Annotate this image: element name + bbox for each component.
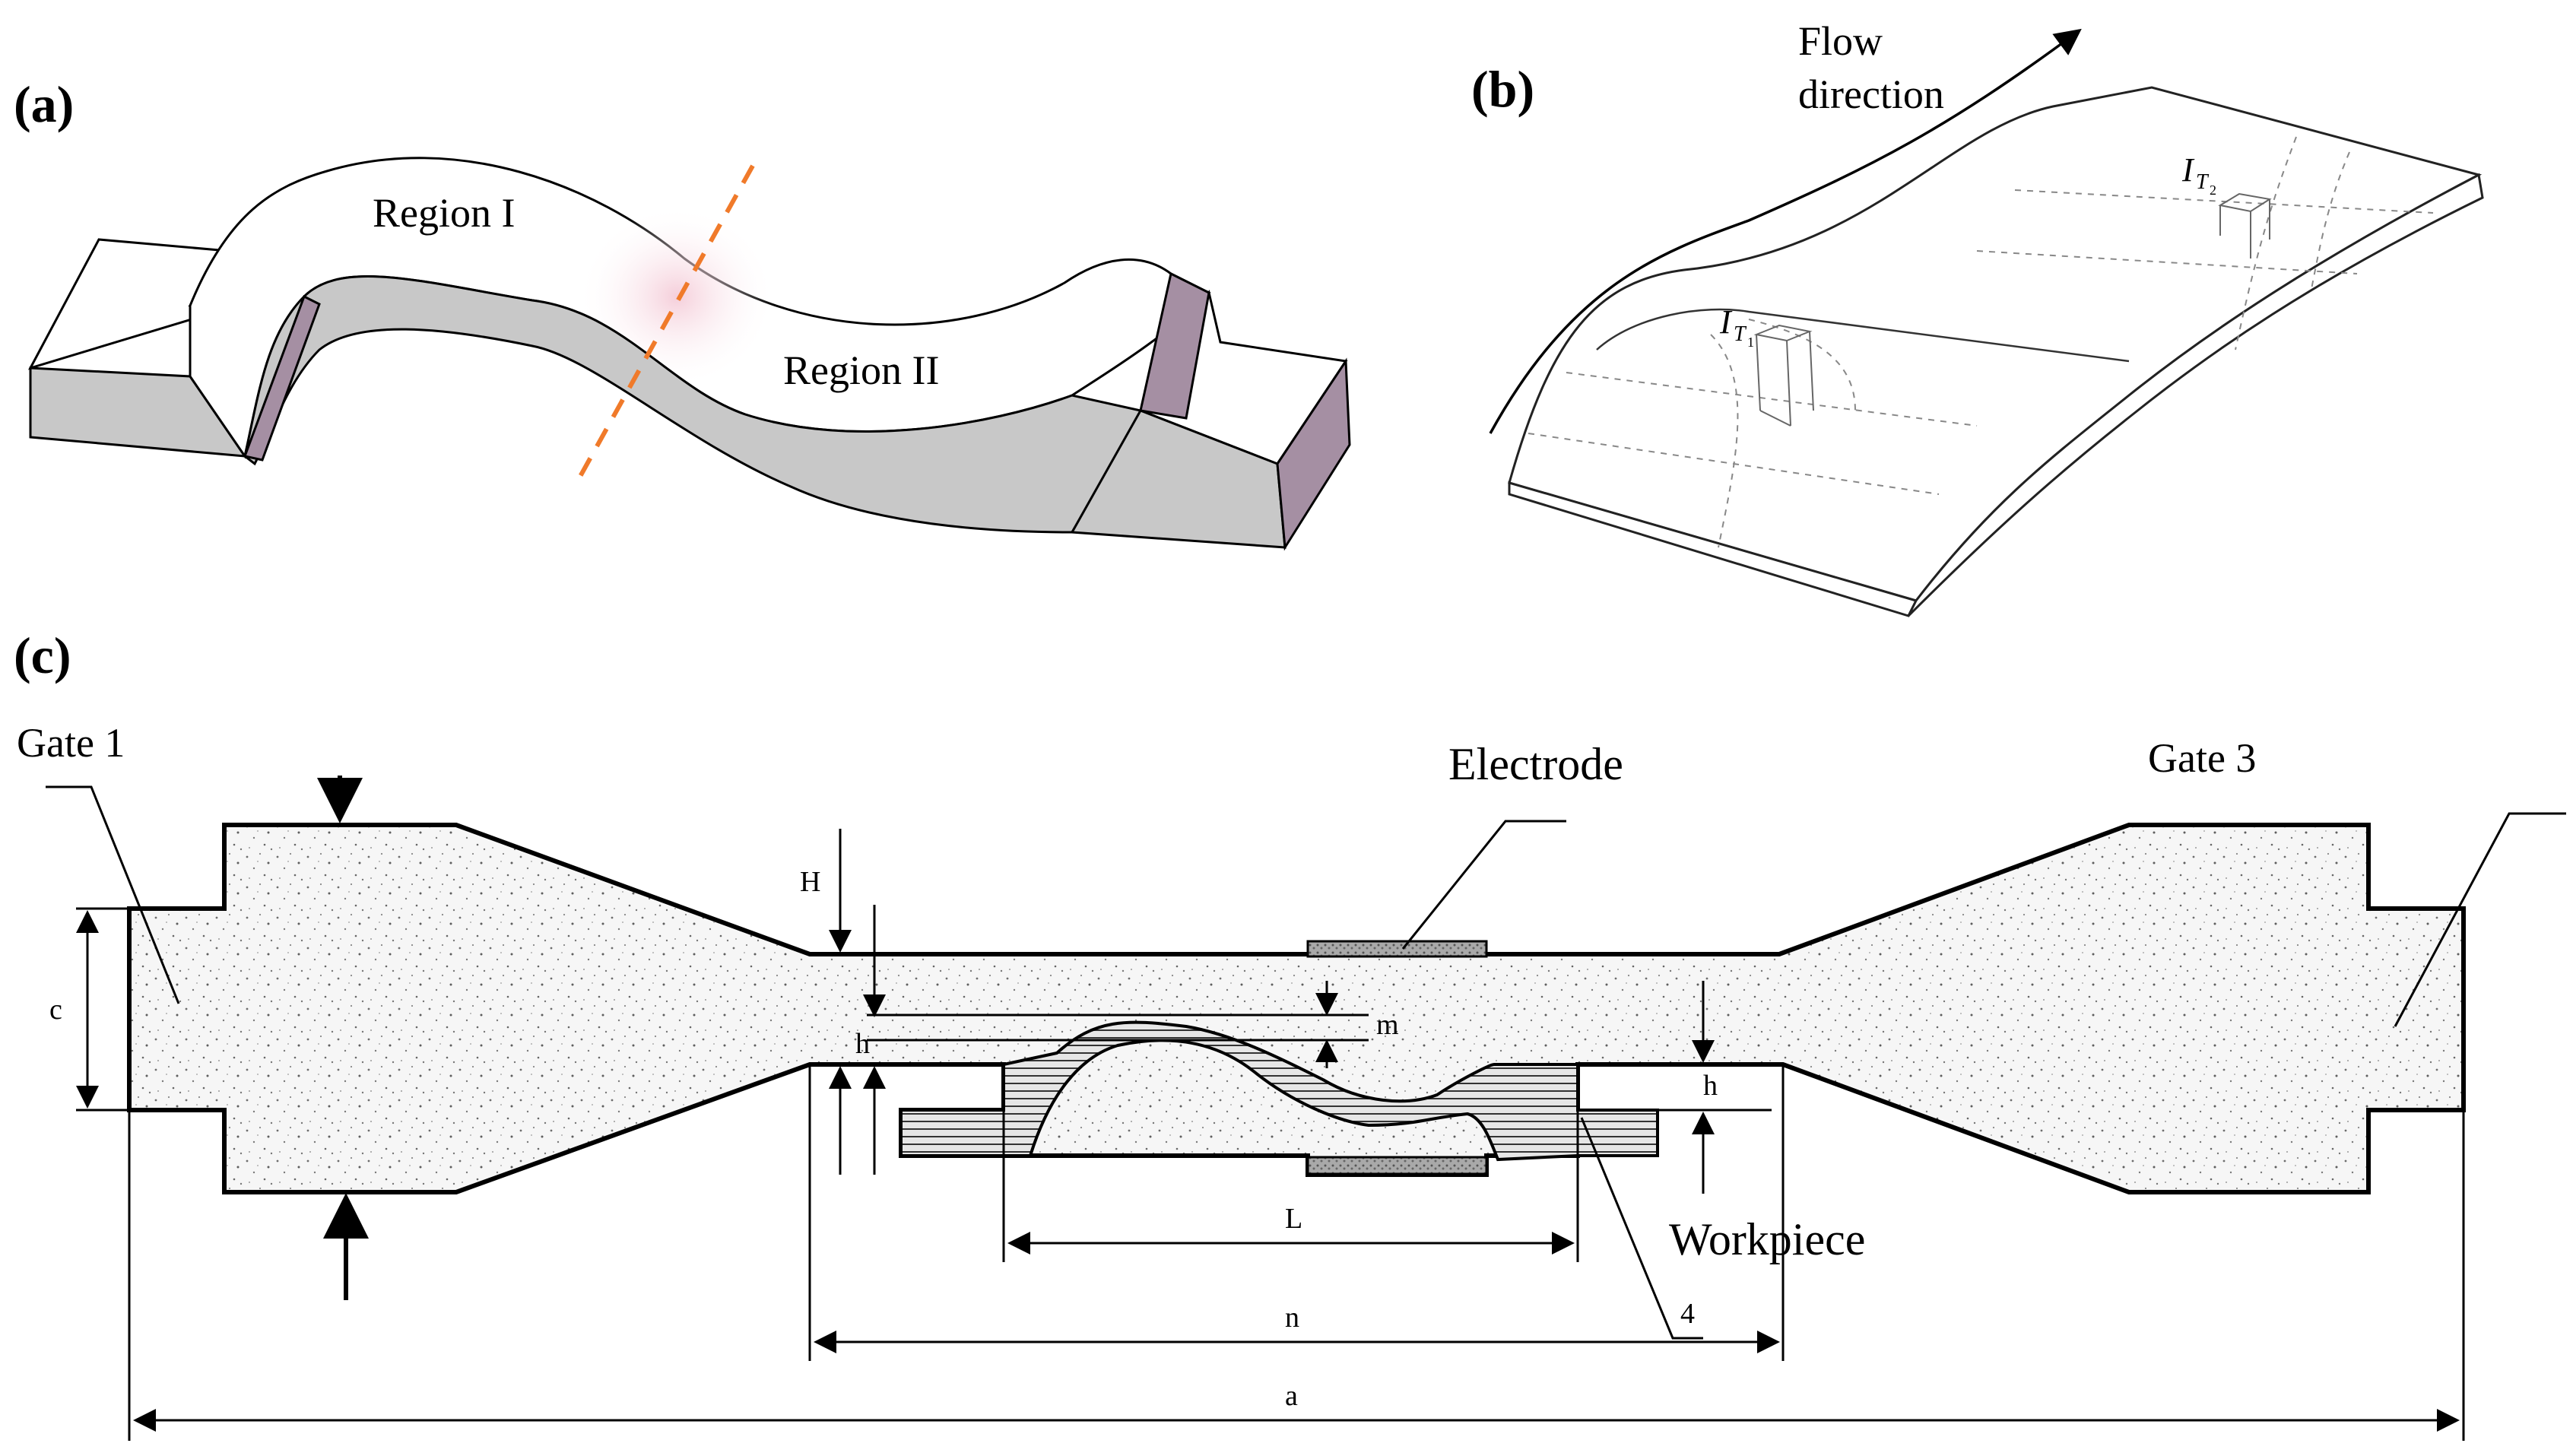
mesh-line [1710,334,1739,548]
dim-h-left-label: h [855,1028,870,1060]
flow-direction-arrow [1489,28,2082,434]
gate-3-label: Gate 3 [2148,735,2256,781]
panel-a-label: (a) [14,75,74,133]
dim-c-label: c [49,994,62,1026]
panel-a: (a) Region I Region II [14,75,1351,551]
left-inner-face [243,294,321,462]
mesh-line [2235,136,2297,351]
probe-2-label: I [2181,151,2195,189]
probe-1-subscript: T [1734,322,1747,346]
gate-1-leader [46,785,180,1004]
probe-2-subsubscript: 2 [2210,182,2216,198]
panel-b: (b) Flow direction [1471,18,2484,617]
probe-box-1 [1753,324,1814,427]
electrode-leader [1401,820,1566,950]
region-2-label: Region II [783,347,939,393]
dim-h-right-label: h [1703,1070,1718,1102]
gate-1-label: Gate 1 [17,720,125,766]
electrode-label: Electrode [1448,739,1623,789]
mesh-line [2014,189,2434,214]
gate-3-leader [2394,812,2566,1027]
specimen-body [127,823,2466,1194]
flow-direction-line-2: direction [1798,71,1944,117]
right-block-end-face [1276,357,1351,551]
panel-b-label: (b) [1471,60,1534,118]
top-electrode [1306,940,1488,958]
dim-m-label: m [1376,1009,1399,1041]
mesh-line [1976,250,2358,274]
region-1-label: Region I [373,190,515,236]
mesh-line [1748,319,1856,411]
part-number-label: 4 [1680,1298,1695,1330]
dim-L-label: L [1285,1203,1302,1235]
probe-1-label: I [1719,303,1733,341]
mesh-line [1566,372,1978,427]
probe-box-2 [2218,192,2272,259]
workpiece-label: Workpiece [1669,1214,1865,1264]
dim-n-label: n [1285,1302,1299,1334]
right-inner-face [1139,271,1210,420]
probe-1-subsubscript: 1 [1747,335,1754,350]
curved-sheet-side [1907,173,2484,617]
sheet-ridge-line [1596,308,2130,363]
probe-2-subscript: T [2196,170,2210,194]
workpiece-leader [1580,1117,1703,1340]
cut-line [576,164,755,482]
flow-direction-line-1: Flow [1798,18,1883,64]
panel-c-label: (c) [14,626,71,684]
panel-c: (c) c H h m h [14,626,2566,1441]
dim-a-label: a [1285,1380,1298,1412]
mesh-line [2311,151,2350,290]
bottom-electrode [1306,1156,1488,1175]
dim-H-label: H [800,866,820,898]
